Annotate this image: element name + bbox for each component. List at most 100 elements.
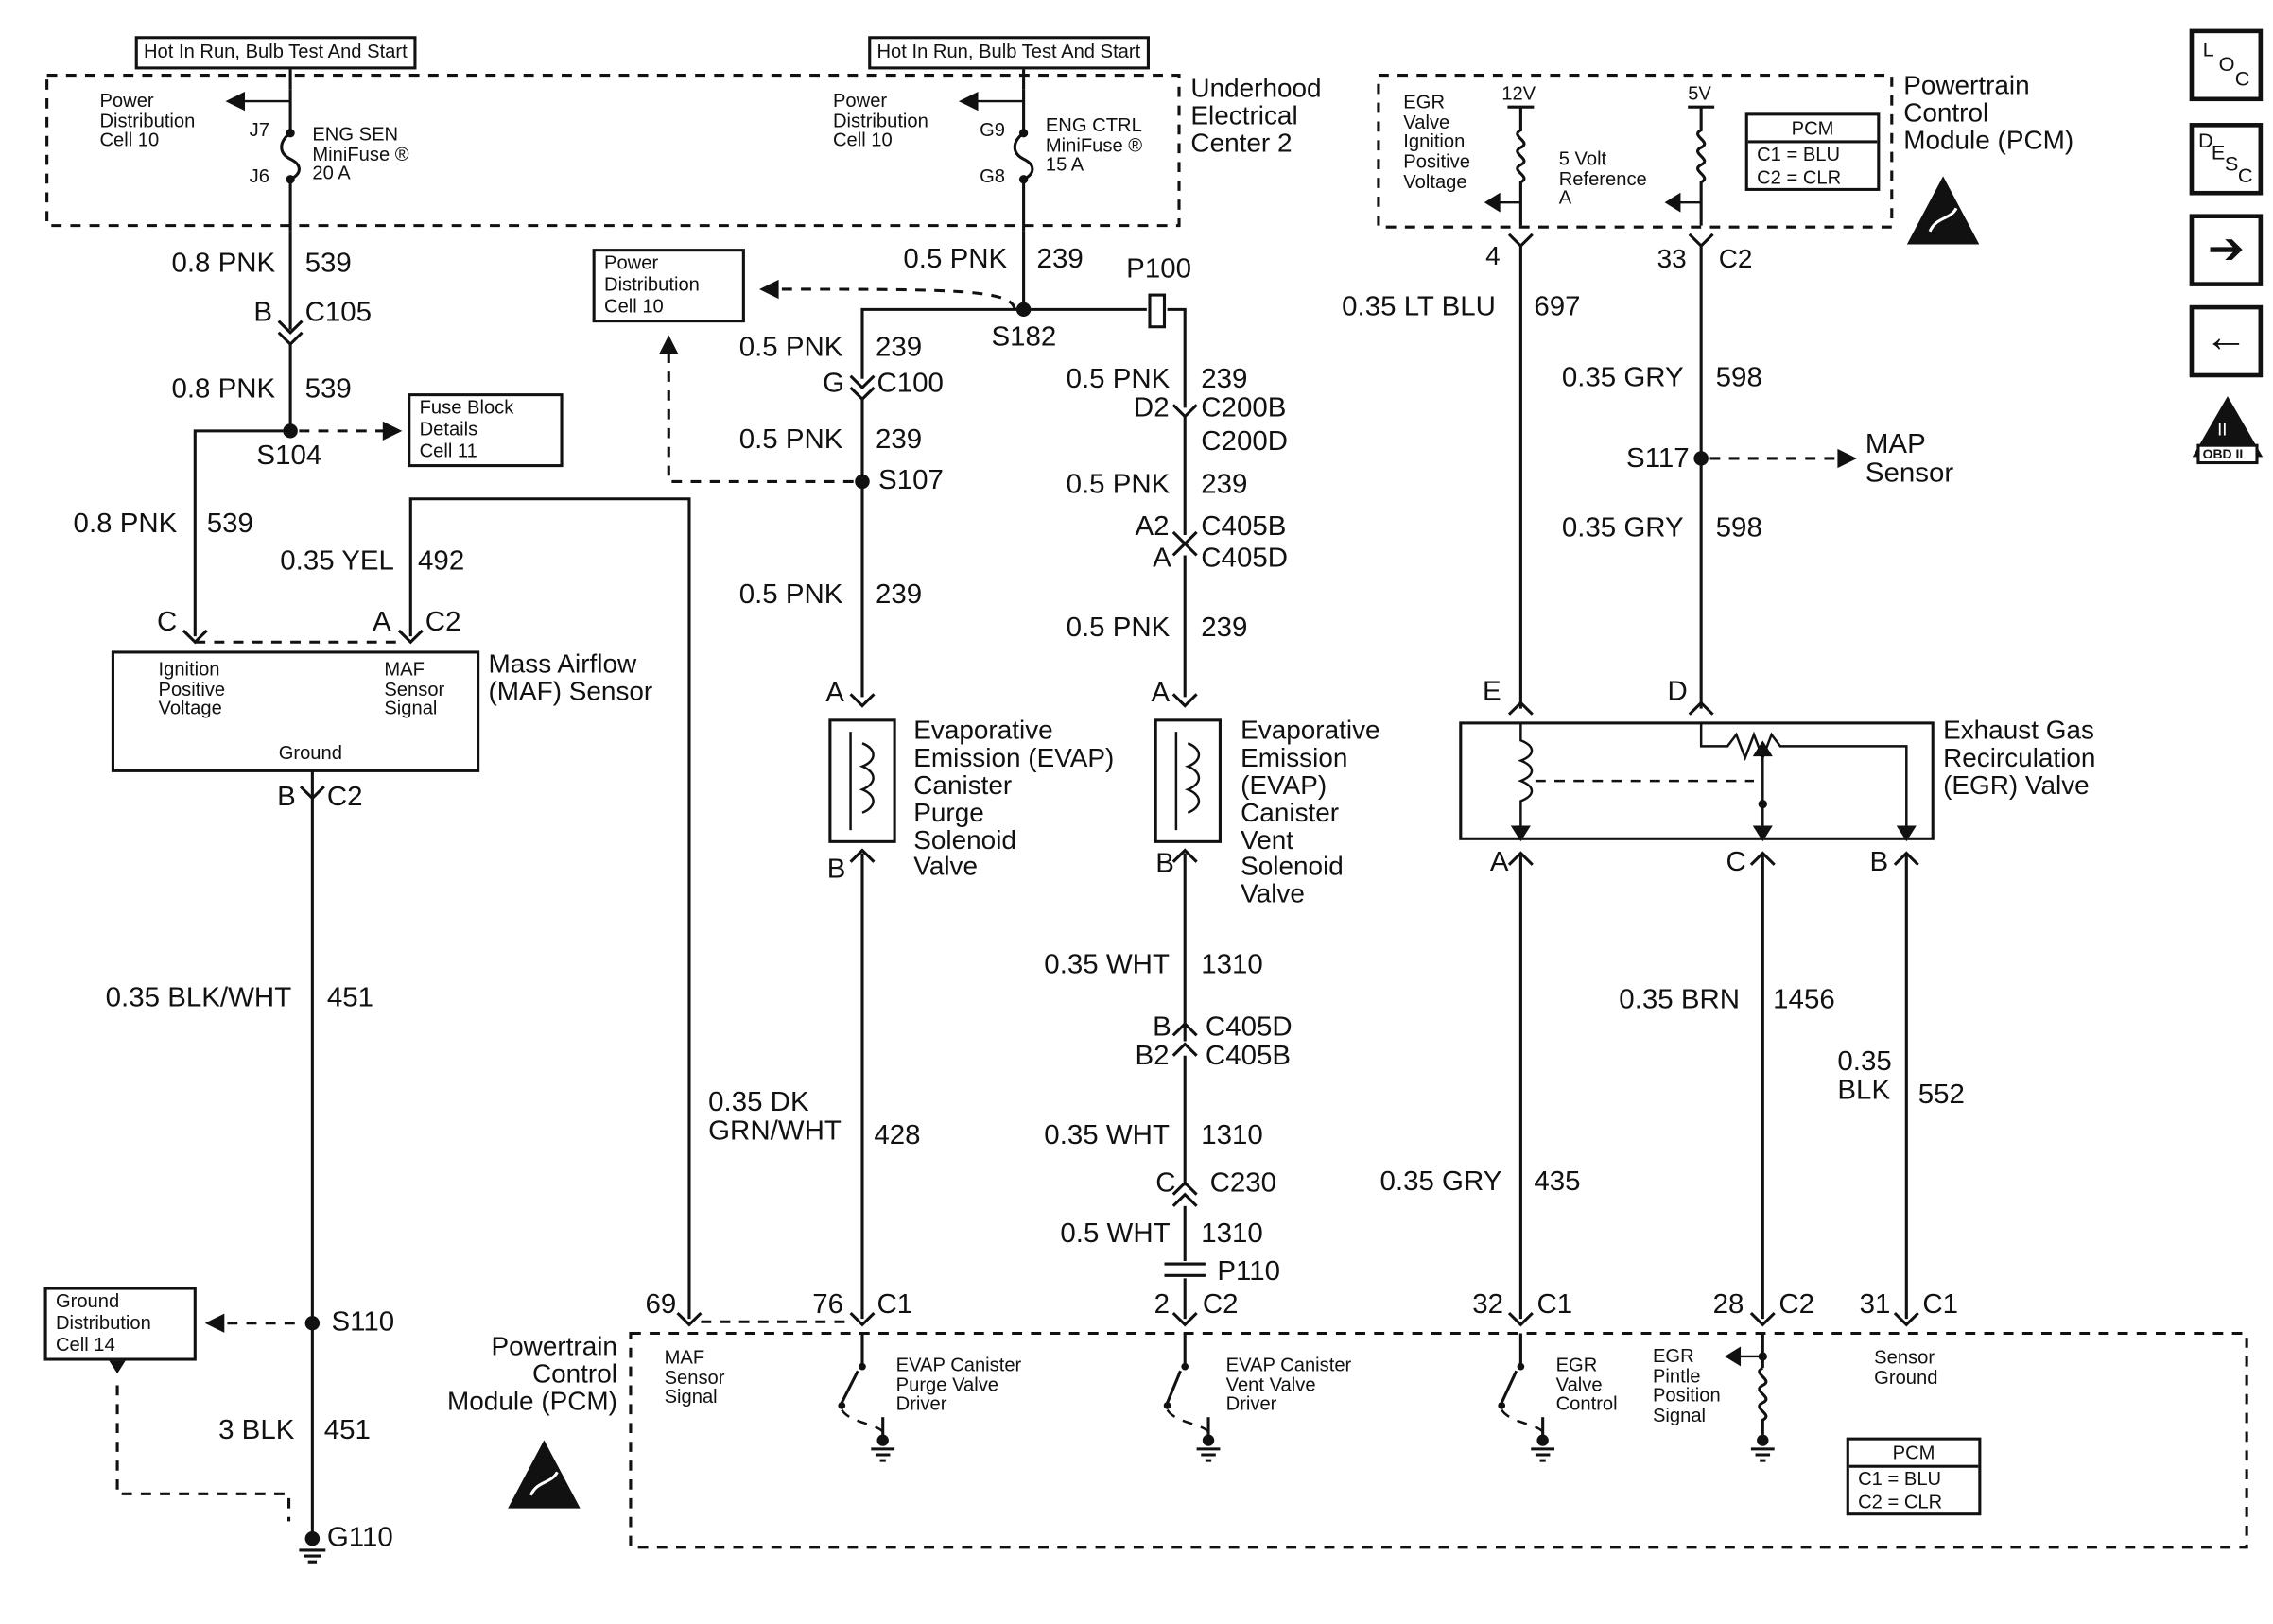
wire-697-circuit: 697 xyxy=(1534,292,1581,323)
purge-pin-b-label: B xyxy=(826,855,846,886)
c405bot-pin-b: B2 xyxy=(1135,1041,1170,1072)
g110-dot xyxy=(304,1531,321,1546)
c200-pin: D2 xyxy=(1133,393,1170,424)
maf-pin-a xyxy=(397,629,424,645)
maf-title: Mass Airflow(MAF) Sensor xyxy=(488,648,653,706)
underhood-box xyxy=(45,74,1181,228)
s110-splice xyxy=(304,1316,321,1331)
description-icon[interactable]: D E S C xyxy=(2189,123,2264,196)
eng-sen-minifuse xyxy=(280,89,301,232)
purge-solenoid-box xyxy=(828,718,896,843)
pcm-top-conn-label: C2 xyxy=(1718,244,1753,274)
p100-label: P100 xyxy=(1126,254,1191,285)
eng-ctrl-minifuse xyxy=(1013,89,1034,232)
wire-1456-circuit: 1456 xyxy=(1773,984,1835,1015)
pcm-pin-28-label: 28 xyxy=(1712,1289,1744,1321)
s104-label: S104 xyxy=(256,441,322,472)
pcm-pin-31-label: 31 xyxy=(1859,1289,1891,1321)
right-fuse-pin-bottom: G8 xyxy=(980,164,1005,187)
left-fuse-pin-bottom: J6 xyxy=(249,164,269,187)
pcm-pin-4 xyxy=(1507,233,1534,249)
pcm-pin-32 xyxy=(1507,1311,1534,1327)
wire-239r1-circuit: 239 xyxy=(1201,364,1248,395)
pcm-pin-33 xyxy=(1688,233,1714,249)
next-arrow-icon[interactable]: ➔ xyxy=(2189,214,2264,286)
egr-box xyxy=(1459,721,1935,840)
location-icon[interactable]: L O C xyxy=(2189,28,2264,102)
s182-label: S182 xyxy=(991,322,1057,354)
c405bot-conn-b: C405B xyxy=(1205,1041,1292,1072)
c105-label: C105 xyxy=(304,298,373,329)
left-header-tag: Hot In Run, Bulb Test And Start xyxy=(134,36,417,70)
wire-598b-gauge: 0.35 GRY xyxy=(1561,513,1684,544)
wire-539c-gauge: 0.8 PNK xyxy=(73,509,178,540)
ground-dist-dash xyxy=(115,1385,291,1522)
prev-arrow-icon[interactable]: ← xyxy=(2189,304,2264,378)
wire-539a-gauge: 0.8 PNK xyxy=(171,249,276,280)
maf-pin-c-label: C xyxy=(156,607,178,638)
pcm-conn-c1a-label: C1 xyxy=(876,1289,913,1321)
vent-pin-a-label: A xyxy=(1151,678,1171,709)
wire-239r1-gauge: 0.5 PNK xyxy=(1066,364,1171,395)
purge-driver-switch xyxy=(838,1333,895,1462)
wire-239r2-circuit: 239 xyxy=(1201,470,1248,501)
pcm-conn-c1b-label: C1 xyxy=(1536,1289,1573,1321)
wire-539-to-maf xyxy=(193,429,291,637)
pcm-pin-31 xyxy=(1893,1311,1919,1327)
wire-1310b-circuit: 1310 xyxy=(1201,1120,1263,1151)
purge-pin-a xyxy=(849,693,876,708)
wire-697-gauge: 0.35 LT BLU xyxy=(1342,292,1496,323)
pcm-pin-28 xyxy=(1749,1311,1776,1327)
g110-ground-icon xyxy=(299,1548,326,1564)
wire-539c-circuit: 539 xyxy=(206,509,253,540)
j6-dot xyxy=(286,175,295,184)
vent-solenoid-box xyxy=(1154,718,1222,843)
c405top-pin-b: A xyxy=(1153,544,1171,575)
wire-1310a-gauge: 0.35 WHT xyxy=(1044,950,1170,981)
c230-label: C230 xyxy=(1209,1168,1277,1200)
wire-239r3-gauge: 0.5 PNK xyxy=(1066,613,1171,644)
vent-pin-b-label: B xyxy=(1155,848,1174,880)
obd-ii-icon[interactable]: II OBD II xyxy=(2190,393,2266,465)
wire-539b-gauge: 0.8 PNK xyxy=(171,374,276,406)
s107-label: S107 xyxy=(878,465,944,496)
g110-label: G110 xyxy=(326,1522,393,1554)
pcm-pin-32-label: 32 xyxy=(1472,1289,1503,1321)
c405top-conn-a: C405B xyxy=(1201,511,1287,543)
wire-428-circuit: 428 xyxy=(874,1120,921,1151)
pcm-bottom-box xyxy=(629,1331,2248,1549)
egr-pintle-input xyxy=(1725,1333,1775,1462)
5v-label: 5V xyxy=(1688,82,1711,105)
right-fuse-pin-top: G9 xyxy=(980,118,1005,141)
pcm-pin-33-label: 33 xyxy=(1657,244,1687,274)
wire-451b-gauge: 3 BLK xyxy=(218,1415,295,1446)
wire-239-after-p100 xyxy=(1167,307,1187,408)
wire-552-circuit: 552 xyxy=(1917,1080,1965,1111)
wire-239r2-gauge: 0.5 PNK xyxy=(1066,470,1171,501)
egr-pin-e-label: E xyxy=(1483,676,1501,708)
wire-239l3-gauge: 0.5 PNK xyxy=(738,579,843,611)
s110-label: S110 xyxy=(331,1306,395,1339)
egr-pin-d xyxy=(1688,700,1714,716)
c405top-conn-b: C405D xyxy=(1201,544,1289,575)
vent-pin-a xyxy=(1171,693,1198,708)
egr-pin-d-label: D xyxy=(1667,676,1688,708)
pcm-top-connector-table: PCM C1 = BLU C2 = CLR xyxy=(1744,112,1881,192)
g8-dot xyxy=(1018,175,1029,184)
wire-598b-circuit: 598 xyxy=(1715,513,1762,544)
